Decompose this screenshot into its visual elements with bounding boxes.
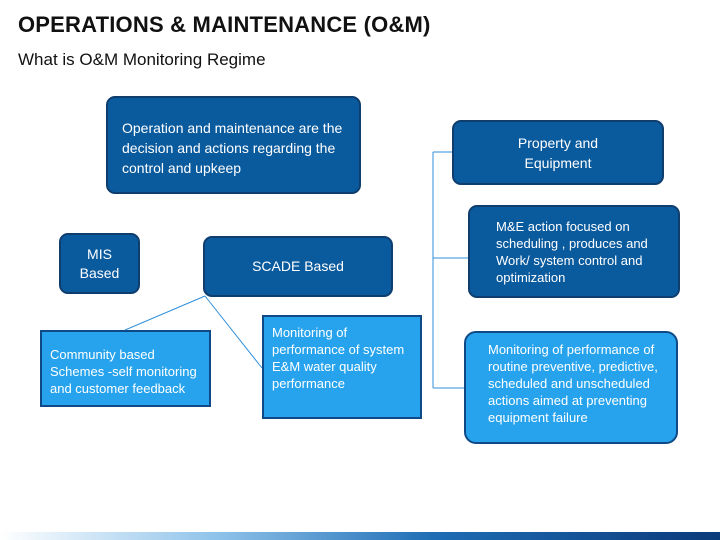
definition-box: Operation and maintenance are the decisi… [106,96,361,194]
page-title: OPERATIONS & MAINTENANCE (O&M) [18,12,431,37]
monitoring-routine-text: Monitoring of performance of routine pre… [488,342,658,425]
scade-box: SCADE Based [203,236,393,297]
property-box: Property and Equipment [452,120,664,185]
me-action-text: M&E action focused on scheduling , produ… [496,219,648,285]
footer-gradient-bar [0,532,720,540]
mis-text: MIS Based [79,245,120,281]
scade-text: SCADE Based [252,258,344,274]
connector-scade-monitoring [204,295,263,369]
community-text: Community based Schemes -self monitoring… [50,347,197,396]
mis-box: MIS Based [59,233,140,294]
connector-scade-community [124,295,206,331]
page-subtitle: What is O&M Monitoring Regime [18,50,266,69]
community-box: Community based Schemes -self monitoring… [40,330,211,407]
definition-text: Operation and maintenance are the decisi… [122,120,343,176]
monitoring-system-box: Monitoring of performance of system E&M … [262,315,422,419]
monitoring-system-text: Monitoring of performance of system E&M … [272,325,405,391]
me-action-box: M&E action focused on scheduling , produ… [468,205,680,298]
property-text: Property and Equipment [517,134,599,171]
monitoring-routine-box: Monitoring of performance of routine pre… [464,331,678,444]
